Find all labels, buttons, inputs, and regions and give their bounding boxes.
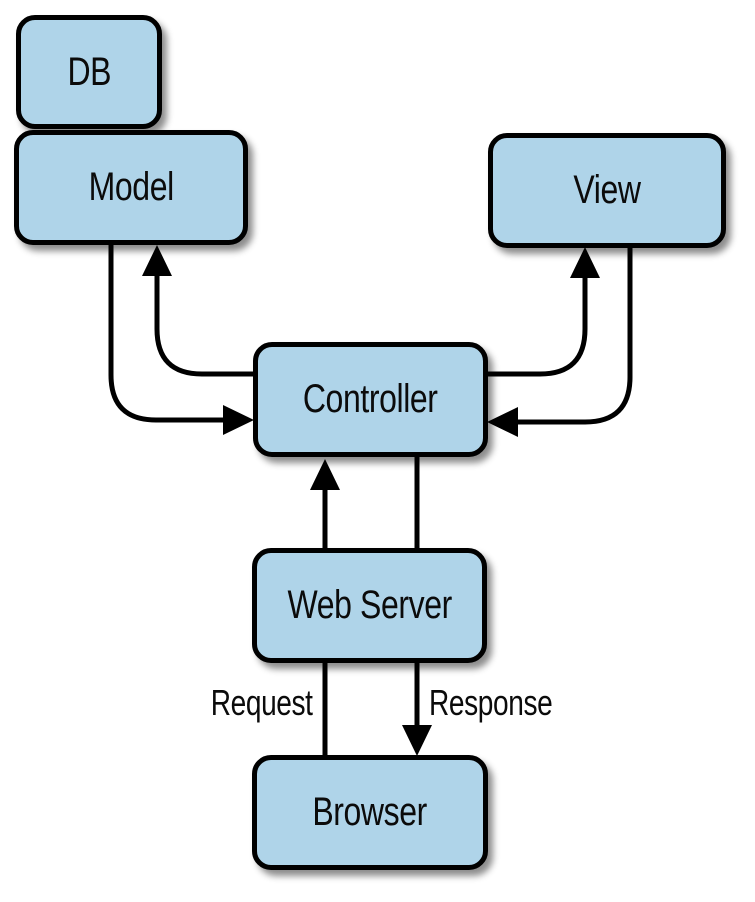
node-browser-label: Browser (312, 790, 428, 834)
edge-view-to-controller (517, 248, 633, 425)
arrowhead-into-controller-left (223, 405, 254, 435)
node-model-label: Model (88, 165, 174, 209)
node-controller-label: Controller (303, 377, 438, 421)
node-web-server-label: Web Server (287, 583, 452, 627)
node-view-label: View (573, 168, 641, 212)
node-model: Model (14, 130, 248, 245)
arrowhead-into-view (570, 247, 600, 278)
node-web-server: Web Server (252, 548, 487, 663)
arrowhead-into-model (142, 245, 172, 276)
arrowhead-into-browser (402, 725, 432, 756)
node-browser: Browser (252, 755, 488, 870)
edge-model-to-controller (108, 245, 224, 423)
node-db-label: DB (67, 49, 111, 94)
response-edge-label: Response (429, 682, 553, 723)
edge-controller-to-model (154, 275, 253, 377)
node-db: DB (16, 15, 162, 129)
request-edge-label: Request (211, 682, 313, 723)
node-controller: Controller (253, 342, 488, 457)
arrowhead-into-controller-bottom (310, 459, 340, 490)
node-view: View (488, 133, 726, 248)
arrowhead-into-controller-right (487, 407, 518, 437)
edge-controller-to-view (488, 277, 588, 377)
